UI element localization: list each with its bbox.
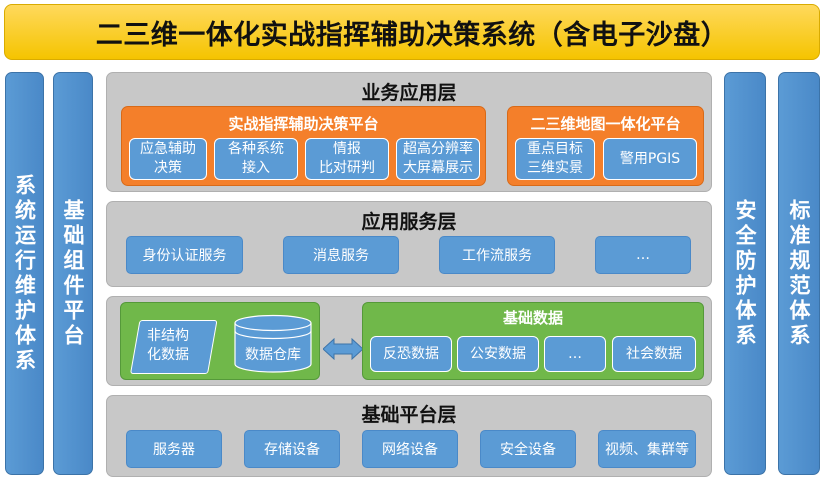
storage-device-box: 存储设备 (244, 430, 340, 468)
unstructured-data-shape: 非结构 化数据 (130, 320, 218, 374)
security-device-box: 安全设备 (480, 430, 576, 468)
key-target-3d-box: 重点目标 三维实景 (515, 138, 595, 180)
more-data-box: … (544, 336, 606, 372)
title-banner: 二三维一体化实战指挥辅助决策系统（含电子沙盘） (4, 4, 820, 60)
emergency-decision-box: 应急辅助 决策 (129, 138, 207, 180)
message-service-box: 消息服务 (283, 236, 399, 274)
system-access-box: 各种系统 接入 (214, 138, 298, 180)
pillar-label: 基础组件平台 (61, 198, 85, 349)
layer-title: 业务应用层 (361, 82, 457, 104)
data-warehouse-cylinder: 数据仓库 (233, 314, 313, 374)
group-title: 二三维地图一体化平台 (530, 115, 681, 133)
identity-auth-service-box: 身份认证服务 (126, 236, 243, 274)
video-cluster-box: 视频、集群等 (598, 430, 696, 468)
pillar-system-maintenance: 系统运行维护体系 (5, 72, 44, 475)
unstructured-data-label: 非结构 化数据 (147, 328, 189, 363)
intel-analysis-box: 情报 比对研判 (305, 138, 389, 180)
large-screen-display-box: 超高分辨率 大屏幕展示 (396, 138, 480, 180)
network-device-box: 网络设备 (362, 430, 458, 468)
pillar-standards: 标准规范体系 (778, 72, 820, 475)
pillar-base-components: 基础组件平台 (53, 72, 93, 475)
bidirectional-arrow-icon (323, 338, 363, 360)
layer-title: 应用服务层 (361, 211, 457, 233)
pillar-label: 标准规范体系 (787, 198, 811, 349)
pillar-label: 安全防护体系 (733, 198, 757, 349)
police-pgis-box: 警用PGIS (603, 138, 697, 180)
pillar-label: 系统运行维护体系 (12, 173, 37, 374)
diagram-title: 二三维一体化实战指挥辅助决策系统（含电子沙盘） (95, 19, 729, 51)
more-services-box: … (595, 236, 691, 274)
layer-title: 基础平台层 (361, 404, 457, 426)
workflow-service-box: 工作流服务 (439, 236, 555, 274)
cylinder-icon (234, 314, 312, 373)
anti-terror-data-box: 反恐数据 (370, 336, 452, 372)
public-security-data-box: 公安数据 (457, 336, 539, 372)
server-box: 服务器 (126, 430, 222, 468)
group-title: 基础数据 (502, 309, 563, 327)
pillar-security: 安全防护体系 (724, 72, 766, 475)
data-warehouse-label: 数据仓库 (245, 347, 301, 363)
social-data-box: 社会数据 (612, 336, 696, 372)
group-title: 实战指挥辅助决策平台 (228, 115, 379, 133)
